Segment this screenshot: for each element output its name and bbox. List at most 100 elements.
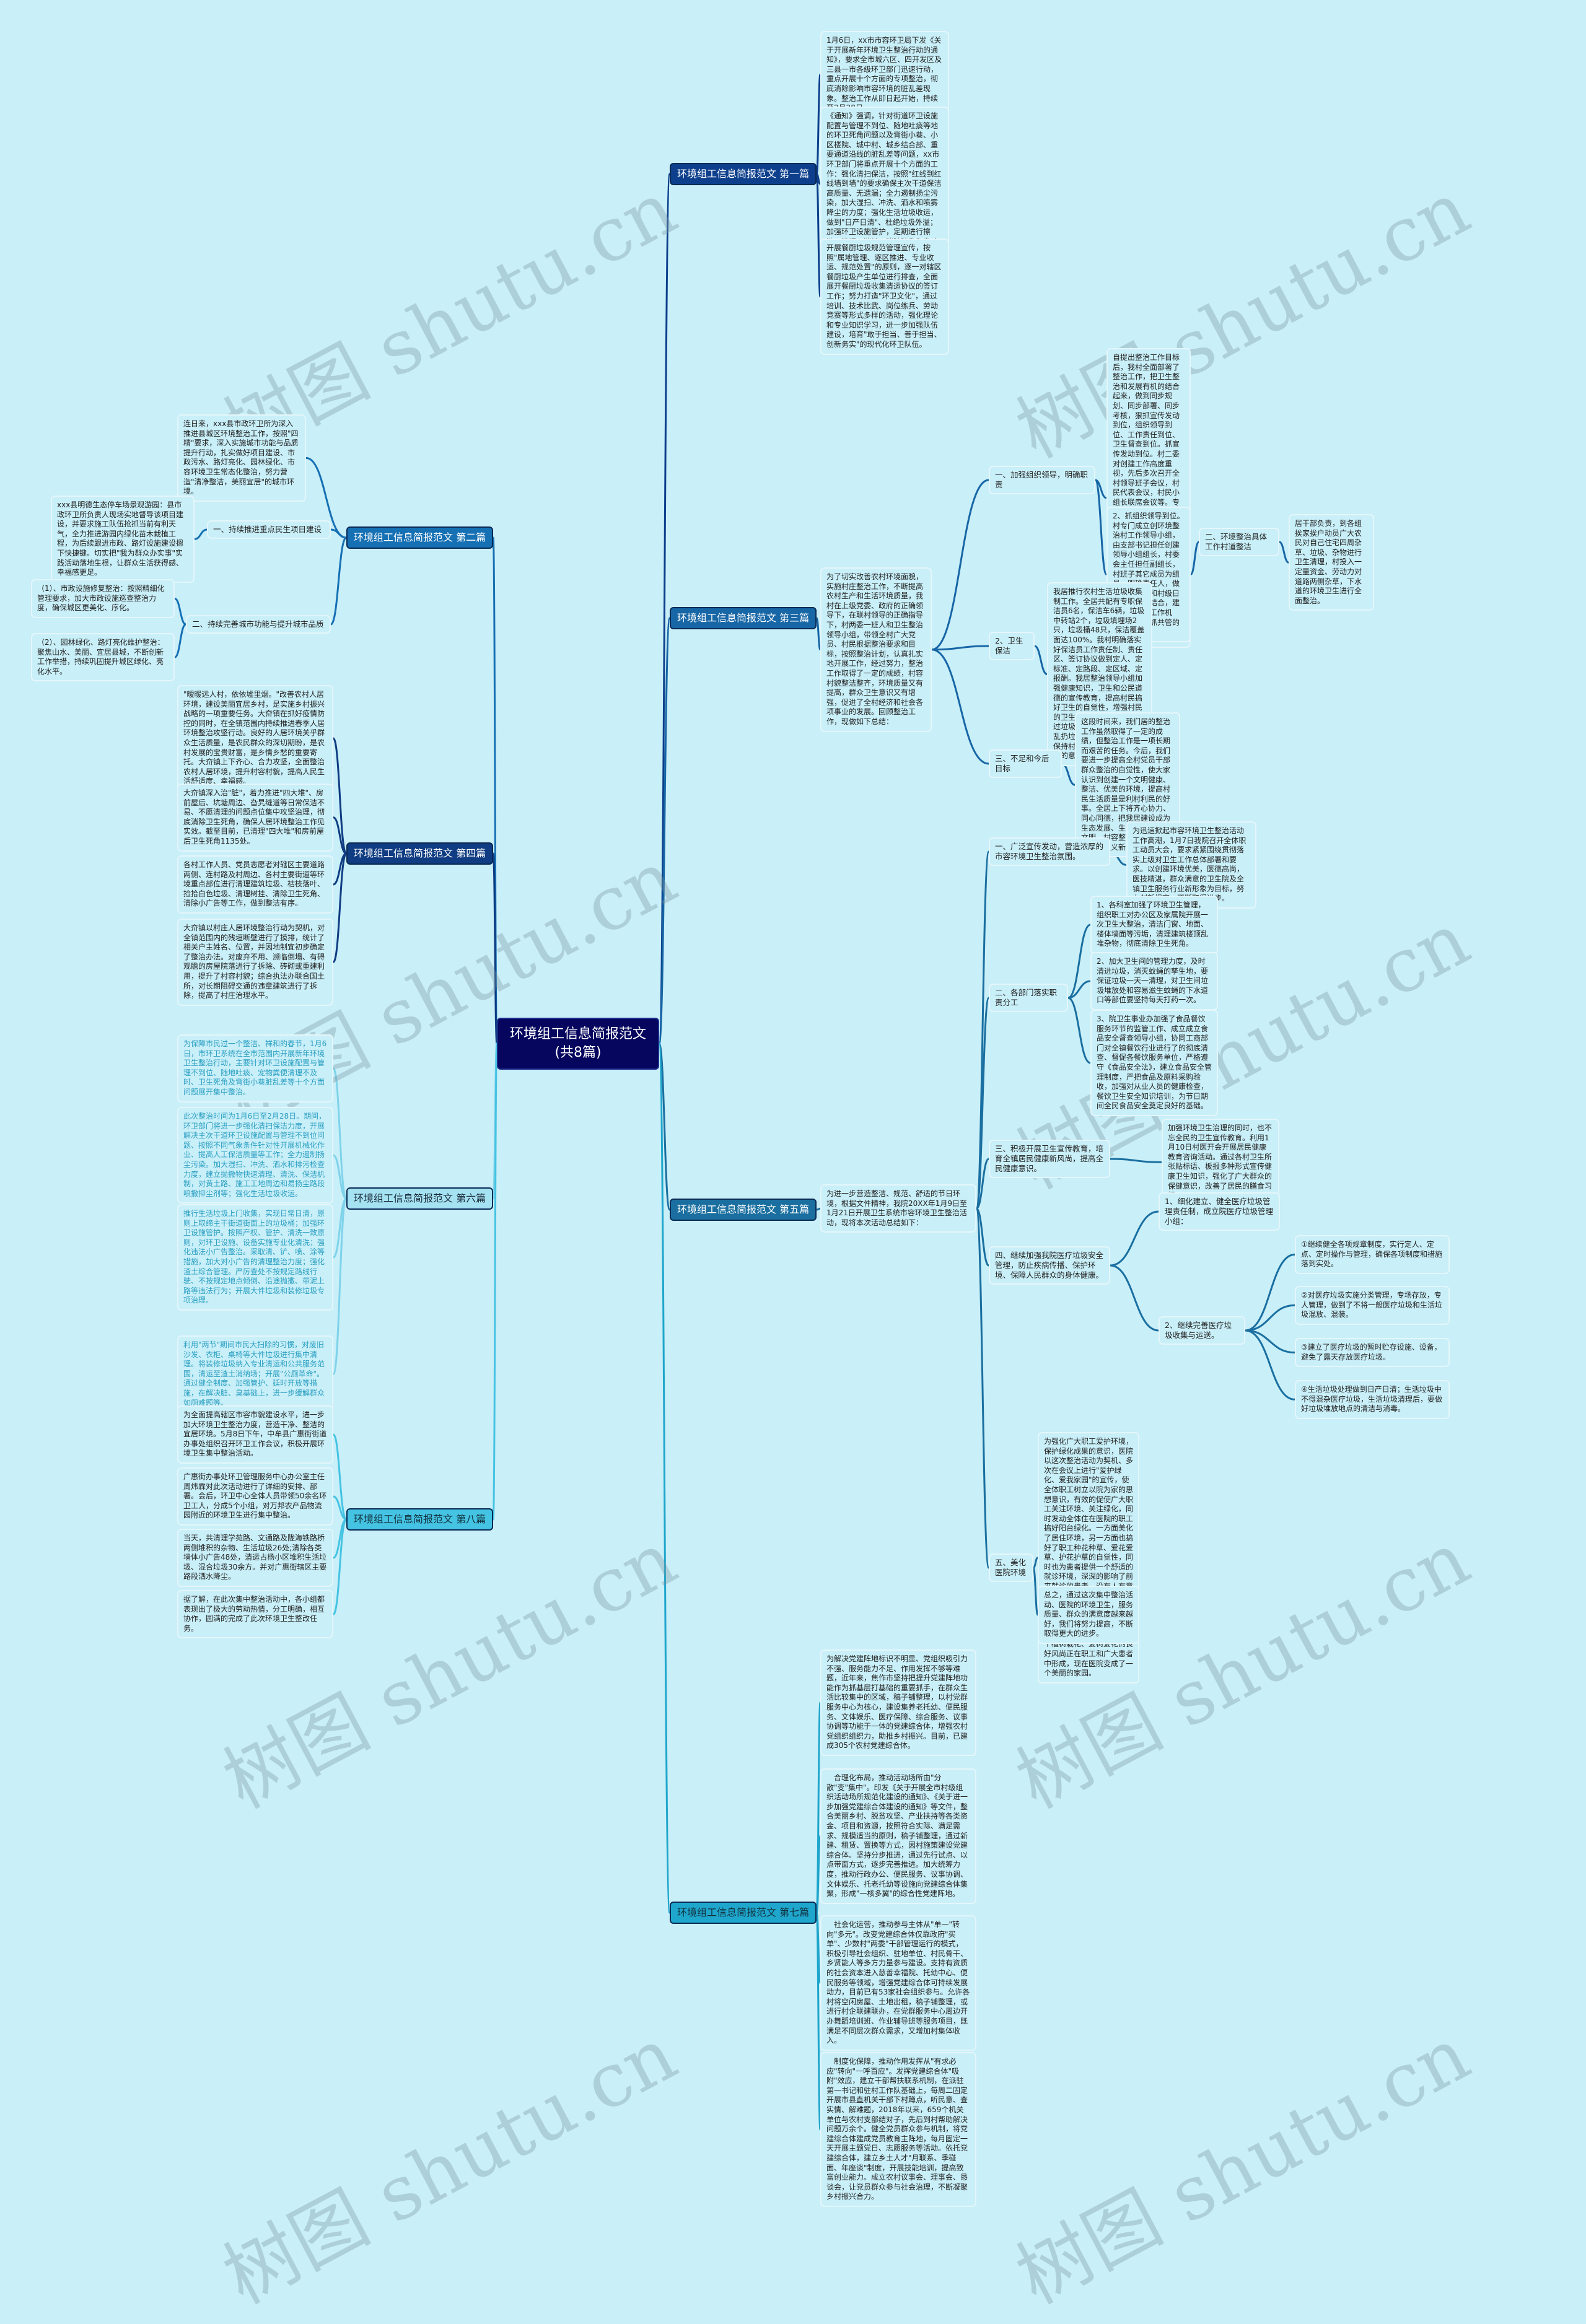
watermark: 树图 shutu.cn (1003, 165, 1483, 475)
subtopic[interactable]: 2、卫生保洁 (989, 632, 1035, 660)
leaf-text: 开展餐厨垃圾规范管理宣传，按照"属地管理、逐区推进、专业收运、规范处置"的原则，… (820, 238, 949, 355)
branch-article-4[interactable]: 环境组工信息简报范文 第四篇 (346, 842, 494, 865)
connector-line (332, 737, 348, 855)
connector-line (333, 1495, 347, 1521)
leaf-text: 为全面提高辖区市容市貌建设水平，进一步加大环境卫生整治力度，营造干净、整洁的宜居… (177, 1405, 333, 1464)
connector-line (975, 997, 990, 1210)
connector-line (931, 479, 989, 651)
connector-line (658, 173, 671, 1045)
subtopic[interactable]: 1、细化建立、健全医疗垃圾管理责任制，成立院医疗垃圾管理小组： (1159, 1192, 1280, 1231)
branch-article-1[interactable]: 环境组工信息简报范文 第一篇 (670, 163, 817, 185)
connector-line (492, 1042, 498, 1200)
leaf-text: 当天，共清理学苑路、文通路及陇海铁路桥两侧堆积的杂物、生活垃圾26处;清除各类墙… (177, 1529, 333, 1587)
connector-line (1032, 1566, 1039, 1616)
leaf-text: 加强环境卫生治理的同时，也不忘全民的卫生宣传教育。利用1月10日村医开会开展居民… (1162, 1119, 1279, 1206)
leaf-text: 《通知》强调，针对街道环卫设施配置与管理不到位、随地吐痰等地的环卫死角问题以及背… (820, 107, 949, 261)
connector-line (976, 1158, 989, 1210)
connector-line (1034, 645, 1048, 675)
connector-line (1067, 980, 1091, 999)
connector-line (1245, 1253, 1295, 1332)
connector-line (1190, 541, 1200, 575)
connector-line (174, 597, 186, 626)
branch-article-7[interactable]: 环境组工信息简报范文 第七篇 (670, 1902, 817, 1924)
connector-line (658, 1042, 671, 1211)
connector-line (332, 1518, 348, 1615)
leaf-text: ④生活垃圾处理做到日产日清；生活垃圾中不得混杂医疗垃圾，生活垃圾清理后，要做好垃… (1295, 1380, 1450, 1419)
subtopic[interactable]: 二、持续完善城市功能与提升城市品质 (186, 615, 331, 634)
connector-line (332, 1067, 348, 1200)
leaf-text: 这段时间来，我们居的整治工作虽然取得了一定的成绩，但整治工作是一项长期而艰苦的任… (1075, 712, 1180, 858)
connector-line (1110, 1158, 1162, 1163)
connector-line (492, 852, 498, 1045)
connector-line (333, 816, 347, 855)
leaf-text: （1）、市政设施修复整治：按照精细化管理要求，加大市政设施巡查整治力度，确保城区… (31, 579, 175, 618)
leaf-text: 社会化运营，推动参与主体从"单一"转向"多元"。改变党建综合体仅靠政府"买单"、… (820, 1915, 976, 2051)
branch-article-3[interactable]: 环境组工信息简报范文 第三篇 (670, 607, 817, 629)
connector-line (333, 1154, 347, 1200)
connector-line (1095, 479, 1107, 499)
leaf-text: 连日来，xxx县市政环卫所为深入推进县城区环境整治工作，按照"四精"要求，深入实… (177, 414, 306, 502)
connector-line (332, 852, 348, 963)
connector-line (332, 1197, 348, 1376)
leaf-text: 大夼镇深入治"脏"，着力推进"四大堆"、房前屋后、坑塘周边、旮旯缝道等日常保洁不… (177, 784, 333, 852)
connector-line (1033, 1557, 1038, 1569)
subtopic[interactable]: 四、继续加强我院医疗垃圾安全管理，防止疾病传播、保护环境、保障人民群众的身体健康… (989, 1246, 1110, 1285)
leaf-text: （2）、园林绿化、路灯亮化维护整治：聚焦山水、美丽、宜居县城，不断创新工作举措，… (31, 633, 175, 682)
connector-line (1245, 1329, 1295, 1400)
leaf-text: 合理化布局，推动活动场所由"分散"变"集中"。印发《关于开展全市村级组织活动场所… (820, 1768, 976, 1904)
branch-article-5[interactable]: 环境组工信息简报范文 第五篇 (670, 1199, 817, 1221)
connector-line (492, 1042, 498, 1521)
connector-line (1061, 762, 1076, 786)
branch-article-8[interactable]: 环境组工信息简报范文 第八篇 (346, 1508, 494, 1531)
leaf-text: xxx县明德生态停车场景观游园：县市政环卫所负责人现场实地督导该项目建设，并要求… (51, 496, 195, 583)
leaf-text: ②对医疗垃圾实施分类管理，专场存放，专人管理，做到了不将一般医疗垃圾和生活垃圾混… (1295, 1286, 1450, 1325)
connector-line (1067, 997, 1091, 1064)
leaf-text: 为了切实改善农村环境面貌，实施村庄整治工作，不断提高农村生产和生活环境质量，我村… (820, 567, 932, 732)
leaf-text: 大夼镇以村庄人居环境整治行动为契机，对全镇范围内的残垣断壁进行了摸排，统计了相关… (177, 919, 333, 1006)
leaf-text: 总之，通过这次集中整治活动、医院的环境卫生，服务质量、群众的满意度越来越好，我们… (1038, 1586, 1139, 1644)
watermark: 树图 shutu.cn (1003, 2011, 1483, 2321)
subtopic[interactable]: 2、继续完善医疗垃圾收集与运送。 (1159, 1316, 1245, 1345)
connector-line (333, 852, 347, 886)
leaf-text: 3、院卫生事业办加强了食品餐饮服务环节的监管工作、成立成立食品安全督查领导小组，… (1090, 1010, 1218, 1116)
subtopic[interactable]: 二、环境整治具体工作村道整洁 (1199, 528, 1279, 556)
leaf-text: 居干部负责，到各组挨家挨户动员广大农民对自己住宅四周杂草、垃圾、杂物进行卫生清理… (1289, 514, 1374, 611)
connector-line (1067, 924, 1091, 999)
connector-line (658, 617, 671, 1045)
leaf-text: 此次整治时间为1月6日至2月28日。期间，环卫部门将进一步强化清扫保洁力度，开展… (177, 1107, 333, 1204)
leaf-text: 1月6日，xx市市容环卫局下发《关于开展新年环境卫生整治行动的通知》，要求全市城… (820, 31, 949, 118)
connector-line (1110, 1264, 1159, 1332)
connector-line (194, 528, 208, 540)
connector-line (931, 649, 989, 765)
subtopic[interactable]: 三、积极开展卫生宣传教育，培育全镇居民健康新风尚，提高全民健康意识。 (989, 1140, 1110, 1178)
leaf-text: 推行生活垃圾上门收集，实现日常日清，原则上取缔主干街道街面上的垃圾桶；加强环卫设… (177, 1204, 333, 1311)
connector-line (1094, 479, 1108, 575)
leaf-text: 1、各科室加强了环境卫生管理，组织职工对办公区及家属院开展一次卫生大整治，清洁门… (1090, 896, 1218, 954)
leaf-text: 各村工作人员、党员志愿者对辖区主要道路两侧、连村路及村周边、各村主要街道等环境重… (177, 855, 333, 914)
subtopic[interactable]: 一、加强组织领导，明确职责 (989, 466, 1095, 494)
branch-article-6[interactable]: 环境组工信息简报范文 第六篇 (346, 1187, 494, 1210)
branch-article-2[interactable]: 环境组工信息简报范文 第二篇 (346, 526, 494, 549)
connector-line (492, 536, 498, 1045)
connector-line (332, 1433, 348, 1521)
subtopic[interactable]: 二、各部门落实职责分工 (989, 984, 1068, 1012)
leaf-text: ①继续健全各项规章制度，实行定人、定点、定时操作与管理，确保各项制度和措施落到实… (1295, 1235, 1450, 1274)
subtopic[interactable]: 五、美化医院环境 (989, 1553, 1033, 1582)
connector-line (330, 528, 347, 539)
connector-line (1245, 1329, 1295, 1354)
subtopic[interactable]: 一、持续推进重点民生项目建设 (207, 520, 331, 539)
watermark: 树图 shutu.cn (210, 2011, 690, 2321)
subtopic[interactable]: 三、不足和今后目标 (989, 749, 1062, 778)
leaf-text: 制度化保障，推动作用发挥从"有求必应"转向"一呼百应"。发挥党建综合体"吸附"效… (820, 2052, 976, 2207)
connector-line (975, 1207, 990, 1569)
subtopic[interactable]: 一、广泛宣传发动，营造浓厚的市容环境卫生整治氛围。 (989, 837, 1110, 866)
leaf-text: "暧暧远人村，依依墟里烟。"改善农村人居环境，建设美丽宜居乡村，是实施乡村振兴战… (177, 685, 333, 792)
leaf-text: 为保障市民过一个整洁、祥和的春节，1月6日，市环卫系统在全市范围内开展新年环境卫… (177, 1034, 333, 1103)
leaf-text: 为强化广大职工爱护环境，保护绿化成果的意识，医院以这次整治活动为契机、多次在会议… (1038, 1432, 1139, 1684)
connector-line (975, 850, 990, 1210)
leaf-text: 广惠街办事处环卫管理服务中心办公室主任周炜霖对此次活动进行了详细的安排、部署。会… (177, 1467, 333, 1526)
connector-line (330, 536, 348, 626)
leaf-text: 据了解，在此次集中整治活动中，各小组都表现出了极大的劳动热情，分工明确，相互协作… (177, 1590, 333, 1639)
root-topic[interactable]: 环境组工信息简报范文(共8篇) (497, 1018, 659, 1070)
connector-line (931, 645, 989, 651)
